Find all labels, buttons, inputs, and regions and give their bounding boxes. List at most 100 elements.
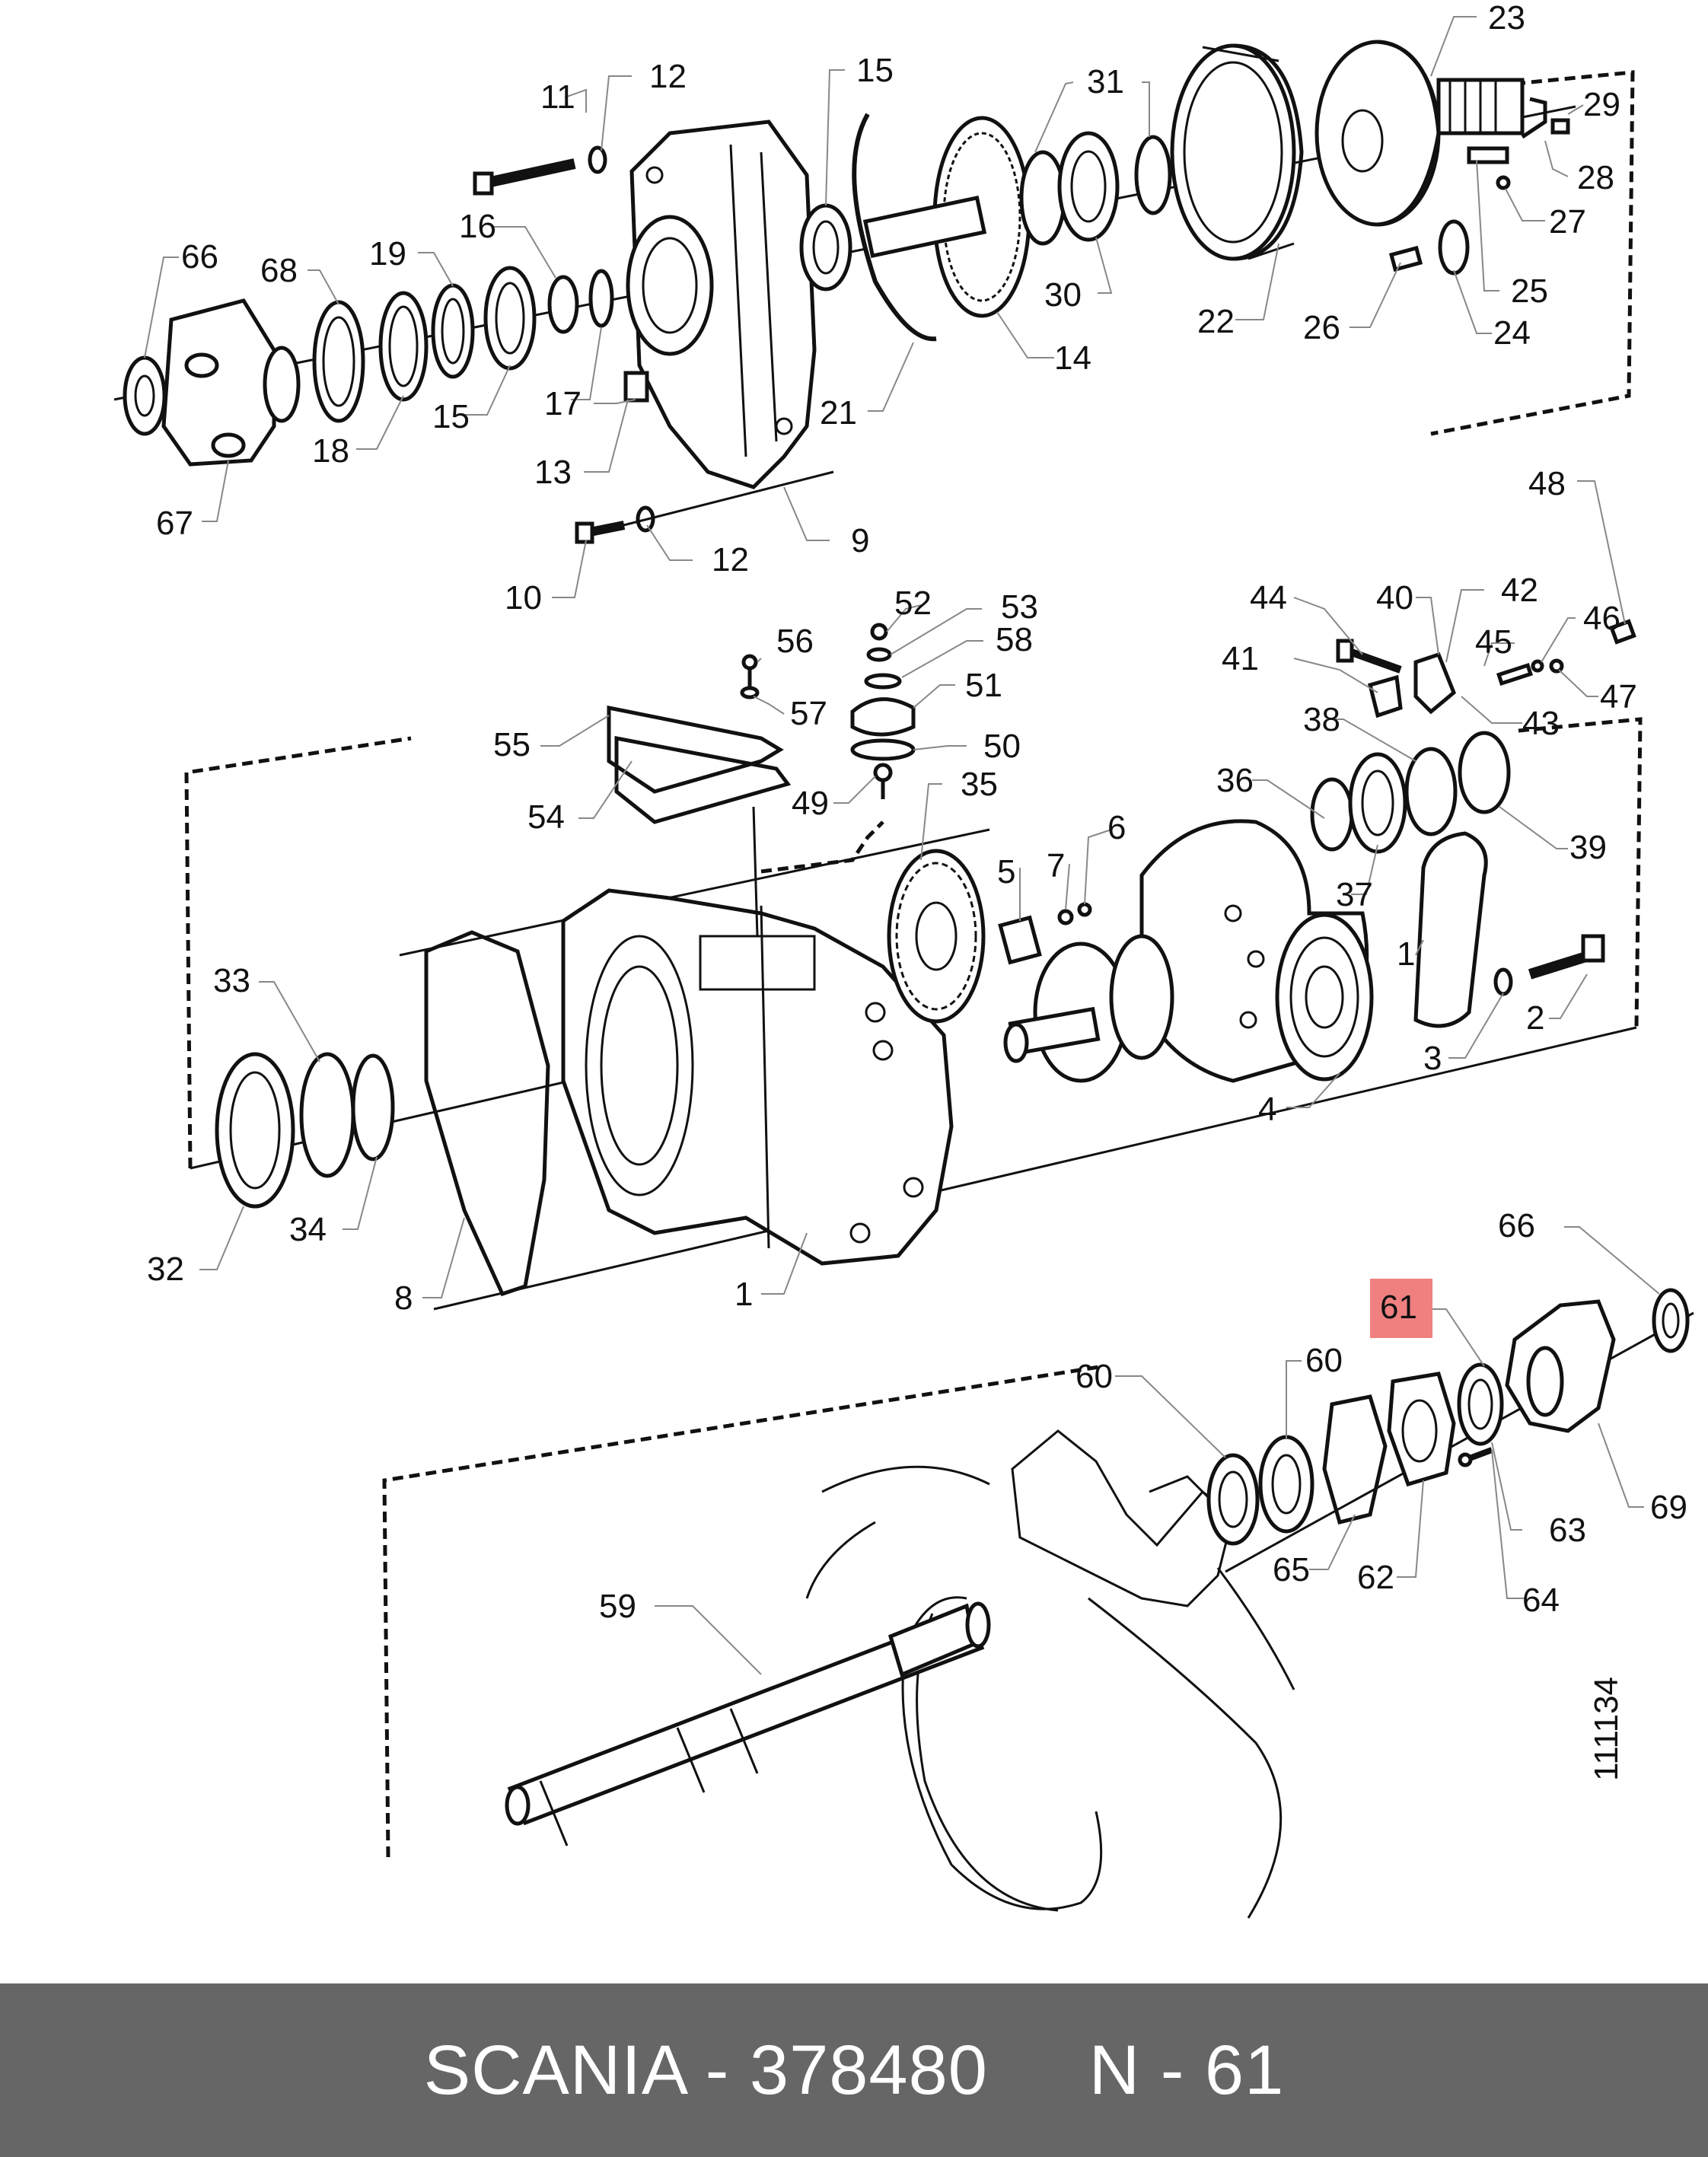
part-29 [1550,118,1570,135]
seal-61 [1457,1362,1504,1446]
label-29: 29 [1583,86,1620,123]
label-54: 54 [527,798,565,836]
label-49: 49 [792,785,829,822]
part-reference-footer: SCANIA - 378480 N - 61 [0,1983,1708,2157]
breather-assembly [850,623,916,799]
cover-62 [1387,1372,1456,1487]
seal-32 [215,1052,295,1209]
label-19: 19 [369,235,406,272]
ring-33 [299,1052,355,1178]
drawing-number: 111134 [1588,1677,1625,1781]
exploded-parts-diagram: 11 12 15 31 23 29 28 27 25 24 26 22 30 1… [113,0,1694,1919]
label-63: 63 [1549,1512,1586,1549]
label-66b: 66 [1498,1207,1535,1244]
bearing-cap-1 [1413,831,1488,1028]
middle-assembly [184,619,1643,1311]
gasket-65 [1322,1394,1388,1525]
part-25 [1467,146,1509,164]
label-66a: 66 [181,238,218,276]
screw-56 [741,654,758,671]
bearing-15 [799,203,852,292]
label-35: 35 [961,766,998,803]
label-16: 16 [459,208,496,245]
gear-24 [1438,219,1470,276]
planet-gear-31 [1057,131,1120,242]
label-13: 13 [534,454,572,491]
gasket-54 [614,735,792,824]
label-26: 26 [1303,309,1340,346]
label-64: 64 [1522,1582,1560,1619]
label-22: 22 [1197,303,1235,340]
label-18: 18 [312,432,349,470]
label-32: 32 [147,1251,184,1288]
planet-carrier-14 [862,116,1031,318]
flange-yoke-67 [123,298,301,467]
label-6: 6 [1107,809,1126,846]
ring-34 [351,1053,395,1161]
label-36: 36 [1216,762,1254,799]
label-53: 53 [1001,588,1038,626]
label-61: 61 [1380,1289,1417,1326]
label-12b: 12 [712,541,749,578]
label-10: 10 [505,579,542,617]
leader-lines [144,16,1584,598]
label-1a: 1 [735,1276,753,1313]
label-52: 52 [894,585,932,622]
label-15a: 15 [856,52,894,89]
leader-lines-middle [199,480,1626,1298]
label-23: 23 [1488,0,1525,37]
label-5: 5 [997,853,1015,891]
ring-gear-22 [1170,43,1304,261]
label-67: 67 [156,505,193,542]
bottom-assembly [382,1288,1694,1919]
label-59: 59 [599,1588,636,1625]
bearing-37 [1348,752,1407,854]
label-58: 58 [996,621,1033,658]
shift-mechanism [1336,619,1636,718]
label-47: 47 [1600,678,1637,715]
label-21: 21 [820,394,857,432]
main-housing-1 [561,888,954,1266]
washer-3 [1493,967,1513,996]
label-60b: 60 [1305,1342,1343,1379]
pin-26 [1388,245,1423,272]
label-27: 27 [1549,203,1586,241]
bearing-60b [1258,1435,1314,1534]
label-65: 65 [1273,1551,1310,1588]
label-1b: 1 [1397,935,1415,973]
hub-23 [1314,40,1525,227]
bearing-60a [1206,1453,1260,1546]
label-51: 51 [965,667,1002,704]
part-28 [1521,97,1547,139]
bolt-2 [1528,950,1593,980]
label-8: 8 [394,1279,413,1317]
top-assembly [113,40,1635,544]
label-48: 48 [1528,465,1566,502]
label-60a: 60 [1075,1358,1113,1395]
differential-4 [1139,819,1374,1083]
label-44: 44 [1250,579,1287,617]
part-7 [1057,909,1074,926]
label-3: 3 [1423,1040,1442,1077]
label-50: 50 [983,728,1021,765]
bolt-11 [473,145,607,196]
label-69: 69 [1650,1489,1687,1526]
gasket-8 [424,930,550,1297]
nut-66 [1652,1288,1690,1353]
cover-55 [607,705,784,794]
plug-13 [623,371,649,403]
label-17: 17 [544,385,582,422]
label-42: 42 [1501,572,1538,609]
label-7: 7 [1047,847,1065,884]
label-4: 4 [1258,1091,1276,1128]
label-37: 37 [1336,876,1373,913]
label-11: 11 [540,78,575,116]
label-46: 46 [1583,600,1620,637]
part-27 [1496,175,1511,190]
label-2: 2 [1526,999,1544,1037]
label-45: 45 [1475,623,1512,661]
label-9: 9 [851,522,869,559]
label-34: 34 [289,1211,327,1248]
label-31: 31 [1087,63,1124,100]
label-25: 25 [1511,272,1548,310]
